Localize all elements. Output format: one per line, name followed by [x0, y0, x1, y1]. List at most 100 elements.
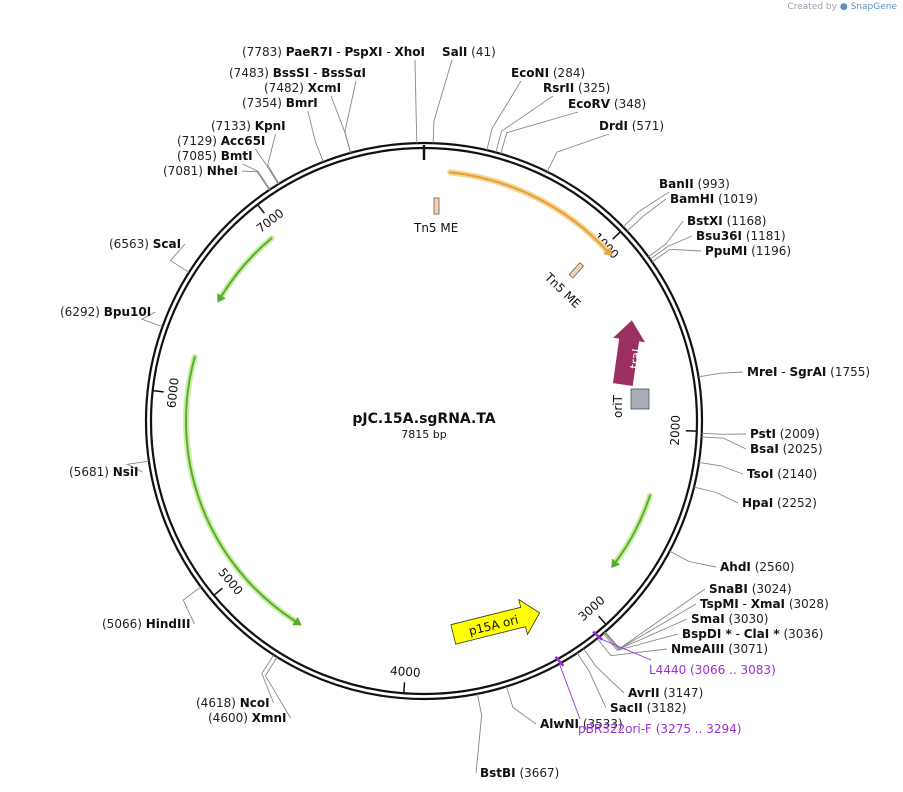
enzyme-ahdi-leader	[669, 550, 717, 568]
enzyme-ncoi-leader	[261, 654, 275, 704]
enzyme-rsrii-leader	[495, 95, 554, 153]
enzyme-acc65i: (7129) Acc65I	[177, 134, 265, 148]
enzyme-econi: EcoNI (284)	[511, 66, 585, 80]
enzyme-bpu10i: (6292) Bpu10I	[60, 305, 151, 319]
enzyme-snabi: SnaBI (3024)	[709, 582, 792, 596]
primer-pbr322ori-f-mark	[554, 656, 565, 667]
enzyme-ecorv: EcoRV (348)	[568, 97, 646, 111]
enzyme-banii-leader	[622, 191, 670, 228]
enzyme-drdi-leader	[546, 133, 610, 172]
feature-traj-label: traJ	[627, 348, 644, 370]
tick-label: 4000	[390, 664, 422, 680]
feature-orf-right-glow	[613, 492, 654, 565]
tick-mark	[257, 204, 265, 214]
enzyme-bsu36i: Bsu36I (1181)	[696, 229, 786, 243]
tick-mark	[213, 587, 223, 596]
enzyme-bamhi-leader	[626, 198, 667, 232]
tick-mark	[598, 615, 607, 626]
feature-orf-upper-left	[220, 237, 273, 297]
enzyme-xmni-leader	[264, 656, 291, 719]
plasmid-name: pJC.15A.sgRNA.TA	[352, 411, 495, 427]
tick-mark	[612, 231, 622, 240]
feature-top-arc-arrowhead	[603, 247, 613, 257]
enzyme-sali: SalI (41)	[442, 45, 496, 59]
feature-tn5-me-1	[433, 197, 440, 215]
enzyme-ppumi: PpuMI (1196)	[705, 244, 791, 258]
enzyme-bsai: BsaI (2025)	[750, 442, 823, 456]
feature-orf-left	[185, 355, 296, 623]
enzyme-xmni: (4600) XmnI	[208, 711, 286, 725]
enzyme-sacii-leader	[576, 652, 607, 709]
enzyme-bsssi-leader	[344, 80, 357, 153]
enzyme-hindiii-leader	[182, 586, 202, 625]
enzyme-ncoi: (4618) NcoI	[196, 696, 270, 710]
enzyme-smai-leader	[603, 618, 688, 650]
enzyme-scai-leader	[169, 243, 190, 273]
enzyme-bpu10i-leader	[140, 311, 163, 328]
enzyme-bmti-leader	[242, 163, 271, 190]
enzyme-drdi: DrdI (571)	[599, 119, 664, 133]
feature-orf-right-arrowhead	[611, 558, 621, 569]
enzyme-hpai: HpaI (2252)	[742, 496, 817, 510]
feature-top-arc-glow	[447, 169, 610, 254]
feature-p15a-ori: p15A ori	[450, 598, 541, 645]
tick-label: 7000	[254, 206, 287, 236]
enzyme-avrii: AvrII (3147)	[628, 686, 703, 700]
feature-orf-upper-left-arrowhead	[217, 293, 226, 303]
enzyme-nsii-leader	[125, 460, 149, 473]
tick-mark	[402, 682, 406, 694]
enzyme-sali-leader	[432, 59, 453, 144]
enzyme-bmri-leader	[307, 110, 324, 163]
enzyme-bamhi: BamHI (1019)	[670, 192, 758, 206]
enzyme-tspmi: TspMI - XmaI (3028)	[700, 597, 829, 611]
enzyme-sacii: SacII (3182)	[610, 701, 687, 715]
tick-label: 3000	[576, 593, 608, 624]
enzyme-acc65i-leader	[255, 148, 279, 185]
enzyme-scai: (6563) ScaI	[109, 237, 181, 251]
enzyme-tsoi: TsoI (2140)	[747, 467, 817, 481]
feature-tn5-me-1-label: Tn5 ME	[413, 221, 458, 235]
credit-prefix: Created by	[787, 2, 837, 12]
enzyme-labels: (7783) PaeR7I - PspXI - XhoI SalI (41) (74…	[60, 45, 870, 780]
tick-label: 6000	[164, 377, 181, 409]
enzyme-kpni-leader	[267, 133, 280, 184]
snapgene-logo-icon: ●	[839, 2, 848, 12]
enzyme-ppumi-leader	[651, 248, 702, 263]
snapgene-credit: Created by ● SnapGene	[787, 2, 897, 12]
enzyme-nhei: (7081) NheI	[163, 164, 238, 178]
enzyme-xcmi: (7482) XcmI	[264, 81, 341, 95]
enzyme-bstxi-leader	[648, 220, 684, 258]
primer-pbr322ori-f-leader	[558, 663, 581, 720]
feature-orit	[630, 388, 650, 410]
primer-pbr322ori-f: pBR322ori-F (3275 .. 3294)	[578, 722, 741, 736]
enzyme-nmeaiii: NmeAIII (3071)	[671, 642, 768, 656]
enzyme-paer7i: (7783) PaeR7I - PspXI - XhoI	[242, 45, 425, 59]
feature-orf-right	[615, 494, 652, 563]
feature-arcs	[183, 169, 654, 626]
enzyme-mrei: MreI - SgrAI (1755)	[747, 365, 870, 379]
enzyme-leader-lines	[125, 59, 747, 774]
tick-mark	[152, 389, 164, 393]
feature-tn5-me-2-label: Tn5 ME	[541, 269, 583, 311]
enzyme-bspdi: BspDI * - ClaI * (3036)	[682, 627, 823, 641]
credit-brand: SnapGene	[850, 2, 897, 12]
enzyme-avrii-leader	[583, 648, 625, 694]
plasmid-length: 7815 bp	[401, 428, 446, 441]
tick-label: 2000	[668, 415, 683, 446]
enzyme-tsoi-leader	[698, 462, 744, 475]
enzyme-nhei-leader	[241, 170, 270, 191]
enzyme-psti: PstI (2009)	[750, 427, 820, 441]
primer-l4440: L4440 (3066 .. 3083)	[649, 663, 776, 677]
enzyme-bstbi-leader	[475, 693, 483, 774]
enzyme-hindiii: (5066) HindIII	[102, 617, 190, 631]
feature-tn5-me-2	[568, 262, 585, 279]
primer-labels: L4440 (3066 .. 3083) pBR322ori-F (3275 ..…	[554, 630, 776, 736]
enzyme-psti-leader	[701, 432, 747, 435]
enzyme-paer7i-leader	[414, 59, 418, 144]
feature-orf-left-arrowhead	[292, 616, 302, 626]
enzyme-xcmi-leader	[330, 95, 351, 154]
enzyme-bsu36i-leader	[649, 235, 693, 260]
enzyme-rsrii: RsrII (325)	[543, 81, 610, 95]
enzyme-bstbi: BstBI (3667)	[480, 766, 559, 780]
